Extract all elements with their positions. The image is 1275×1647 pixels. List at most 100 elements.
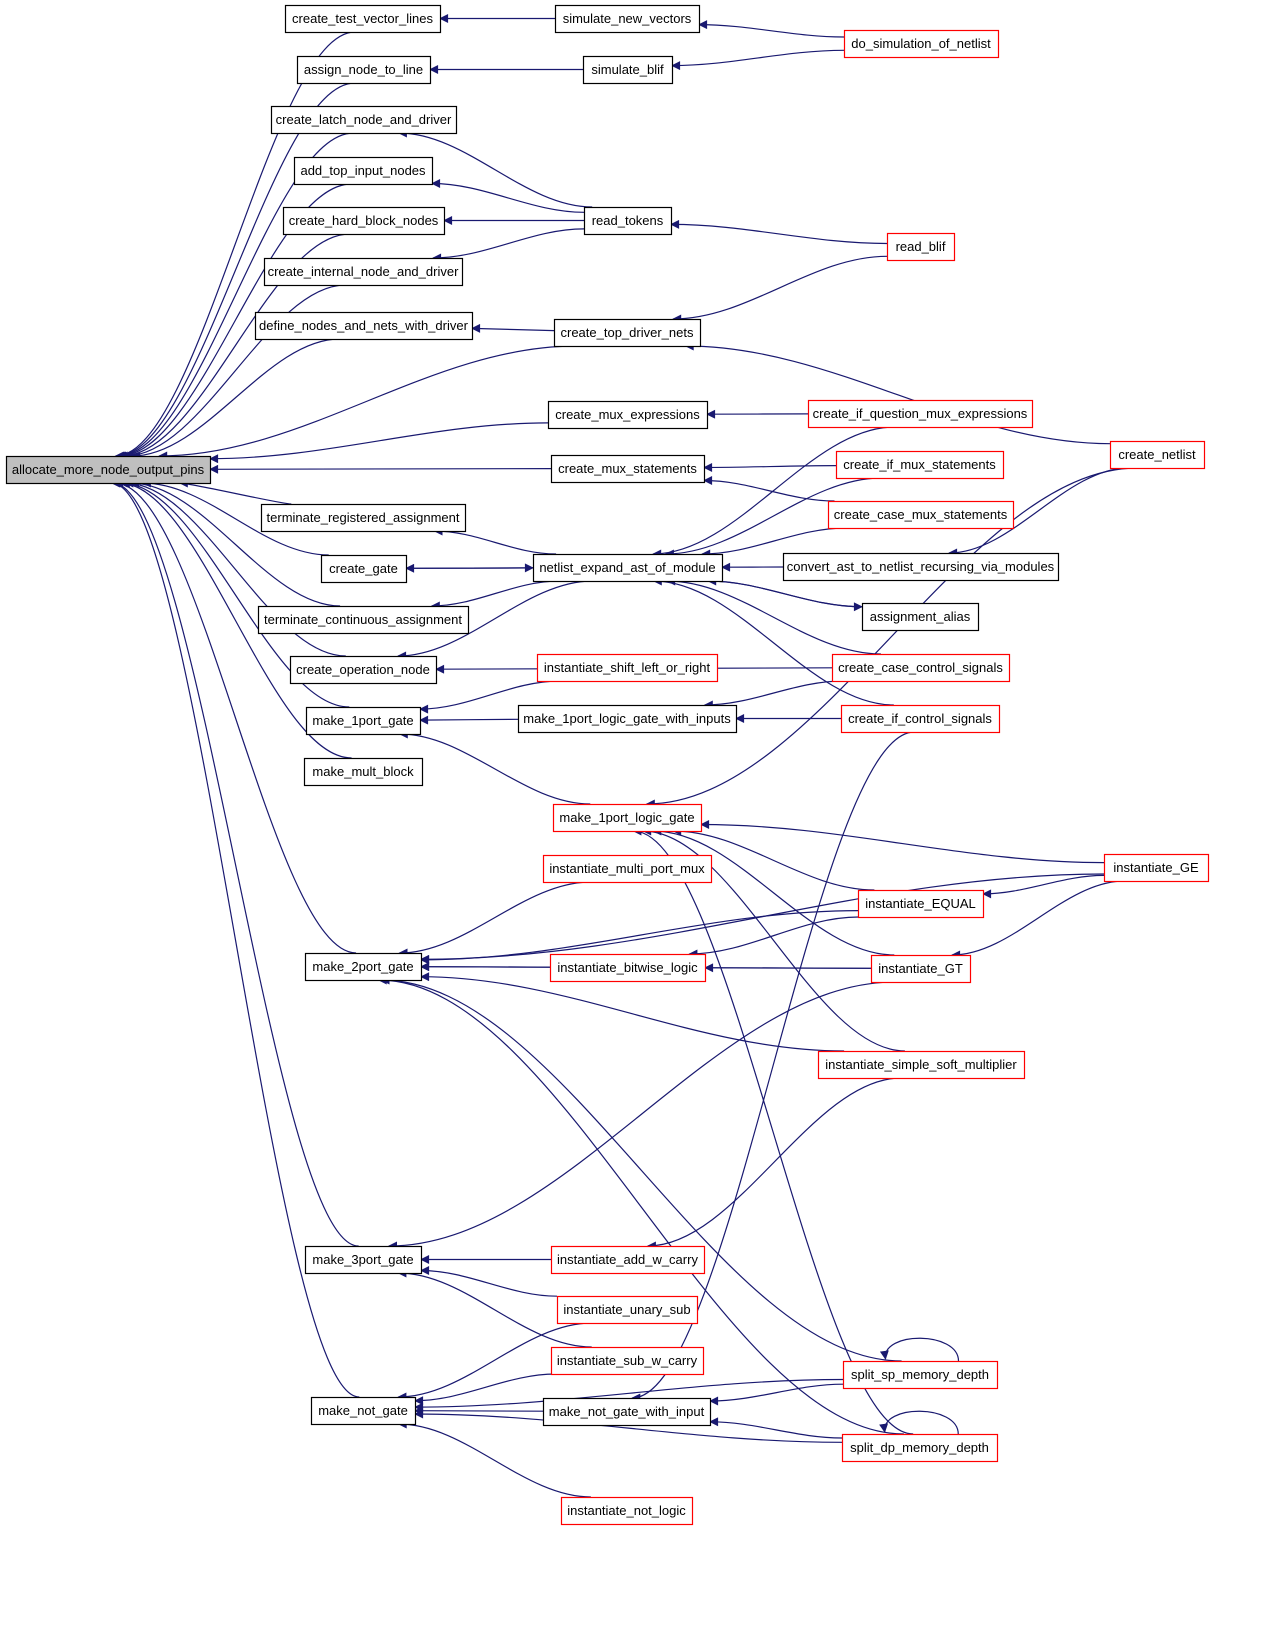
node-make_not_gate[interactable]: make_not_gate — [310, 1396, 417, 1426]
node-make_1port_logic_gate[interactable]: make_1port_logic_gate — [552, 803, 703, 833]
edge-create_if_mux_statements-to-netlist_expand_ast_of_module — [664, 477, 882, 559]
node-label: terminate_continuous_assignment — [264, 612, 462, 627]
node-create_operation_node[interactable]: create_operation_node — [289, 655, 438, 685]
node-define_nodes_and_nets_with_driver[interactable]: define_nodes_and_nets_with_driver — [254, 311, 474, 341]
node-instantiate_add_w_carry[interactable]: instantiate_add_w_carry — [550, 1245, 706, 1275]
node-label: make_1port_logic_gate — [559, 810, 694, 825]
node-terminate_continuous_assignment[interactable]: terminate_continuous_assignment — [257, 605, 470, 635]
edge-create_if_mux_statements-to-create_mux_statements — [703, 462, 837, 472]
node-instantiate_multi_port_mux[interactable]: instantiate_multi_port_mux — [542, 854, 713, 884]
node-box — [303, 757, 424, 787]
node-assign_node_to_line[interactable]: assign_node_to_line — [296, 55, 432, 85]
node-box — [843, 29, 1000, 59]
node-terminate_registered_assignment[interactable]: terminate_registered_assignment — [260, 503, 467, 533]
node-instantiate_GT[interactable]: instantiate_GT — [870, 954, 972, 984]
node-make_2port_gate[interactable]: make_2port_gate — [304, 952, 423, 982]
node-make_not_gate_with_input[interactable]: make_not_gate_with_input — [542, 1397, 712, 1427]
node-instantiate_simple_soft_multiplier[interactable]: instantiate_simple_soft_multiplier — [817, 1050, 1026, 1080]
node-instantiate_EQUAL[interactable]: instantiate_EQUAL — [857, 889, 985, 919]
node-label: simulate_new_vectors — [563, 11, 692, 26]
node-create_if_control_signals[interactable]: create_if_control_signals — [840, 704, 1001, 734]
edge-create_mux_expressions-to-allocate — [209, 422, 549, 464]
node-box — [553, 318, 702, 348]
node-label: create_internal_node_and_driver — [268, 264, 459, 279]
edge-create_case_mux_statements-to-create_mux_statements — [703, 476, 835, 502]
node-box — [554, 4, 701, 34]
node-instantiate_not_logic[interactable]: instantiate_not_logic — [560, 1496, 694, 1526]
node-box — [840, 704, 1001, 734]
node-split_sp_memory_depth[interactable]: split_sp_memory_depth — [842, 1360, 999, 1390]
node-assignment_alias[interactable]: assignment_alias — [861, 602, 980, 632]
node-read_blif[interactable]: read_blif — [886, 232, 956, 262]
node-create_mux_expressions[interactable]: create_mux_expressions — [547, 400, 709, 430]
node-read_tokens[interactable]: read_tokens — [583, 206, 673, 236]
node-box — [289, 655, 438, 685]
node-allocate[interactable]: allocate_more_node_output_pins — [5, 455, 212, 485]
node-create_case_mux_statements[interactable]: create_case_mux_statements — [827, 500, 1015, 530]
node-label: create_if_question_mux_expressions — [813, 406, 1028, 421]
edge-split_sp_memory_depth-to-make_2port_gate — [380, 975, 902, 1362]
node-label: make_1port_logic_gate_with_inputs — [523, 711, 731, 726]
node-create_test_vector_lines[interactable]: create_test_vector_lines — [284, 4, 442, 34]
edge-create_if_question_mux_expressions-to-netlist_expand_ast_of_module — [652, 426, 895, 559]
node-label: create_if_control_signals — [848, 711, 992, 726]
node-label: instantiate_GE — [1113, 860, 1199, 875]
edge-define_nodes_and_nets_with_driver-to-allocate — [131, 338, 340, 461]
node-box — [827, 500, 1015, 530]
node-create_if_question_mux_expressions[interactable]: create_if_question_mux_expressions — [807, 399, 1034, 429]
node-label: create_top_driver_nets — [561, 325, 694, 340]
node-box — [831, 653, 1011, 683]
node-make_3port_gate[interactable]: make_3port_gate — [304, 1245, 423, 1275]
node-label: read_blif — [896, 239, 946, 254]
node-create_latch_node_and_driver[interactable]: create_latch_node_and_driver — [270, 105, 458, 135]
node-instantiate_shift_left_or_right[interactable]: instantiate_shift_left_or_right — [536, 653, 719, 683]
node-split_dp_memory_depth[interactable]: split_dp_memory_depth — [841, 1433, 999, 1463]
node-instantiate_unary_sub[interactable]: instantiate_unary_sub — [556, 1295, 699, 1325]
edge-instantiate_unary_sub-to-make_3port_gate — [420, 1266, 558, 1297]
node-label: make_3port_gate — [312, 1252, 413, 1267]
node-box — [841, 1433, 999, 1463]
edge-terminate_registered_assignment-to-allocate — [178, 478, 292, 505]
node-create_mux_statements[interactable]: create_mux_statements — [550, 454, 706, 484]
node-label: instantiate_simple_soft_multiplier — [825, 1057, 1017, 1072]
node-do_simulation_of_netlist[interactable]: do_simulation_of_netlist — [843, 29, 1000, 59]
node-create_netlist[interactable]: create_netlist — [1109, 440, 1206, 470]
node-create_hard_block_nodes[interactable]: create_hard_block_nodes — [282, 206, 446, 236]
edge-create_top_driver_nets-to-allocate — [158, 345, 576, 461]
node-instantiate_GE[interactable]: instantiate_GE — [1103, 853, 1210, 883]
edge-make_3port_gate-to-allocate — [111, 478, 359, 1247]
node-simulate_new_vectors[interactable]: simulate_new_vectors — [554, 4, 701, 34]
node-netlist_expand_ast_of_module[interactable]: netlist_expand_ast_of_module — [532, 553, 724, 583]
node-box — [260, 503, 467, 533]
node-simulate_blif[interactable]: simulate_blif — [582, 55, 674, 85]
edge-do_simulation_of_netlist-to-simulate_blif — [671, 49, 845, 71]
node-add_top_input_nodes[interactable]: add_top_input_nodes — [293, 156, 434, 186]
node-label: instantiate_add_w_carry — [557, 1252, 698, 1267]
node-label: make_not_gate — [318, 1403, 408, 1418]
node-box — [284, 4, 442, 34]
node-create_case_control_signals[interactable]: create_case_control_signals — [831, 653, 1011, 683]
edge-create_hard_block_nodes-to-allocate — [121, 233, 350, 461]
node-box — [5, 455, 212, 485]
edge-instantiate_multi_port_mux-to-make_2port_gate — [398, 881, 591, 958]
node-make_1port_logic_gate_with_inputs[interactable]: make_1port_logic_gate_with_inputs — [517, 704, 738, 734]
edge-instantiate_GT-to-make_1port_logic_gate — [652, 826, 895, 956]
node-create_top_driver_nets[interactable]: create_top_driver_nets — [553, 318, 702, 348]
node-create_if_mux_statements[interactable]: create_if_mux_statements — [835, 450, 1005, 480]
node-instantiate_sub_w_carry[interactable]: instantiate_sub_w_carry — [550, 1346, 705, 1376]
node-label: split_dp_memory_depth — [850, 1440, 989, 1455]
edge-instantiate_GE-to-make_1port_logic_gate — [700, 820, 1105, 864]
node-box — [550, 1346, 705, 1376]
node-label: make_2port_gate — [312, 959, 413, 974]
node-box — [583, 206, 673, 236]
node-make_mult_block[interactable]: make_mult_block — [303, 757, 424, 787]
node-make_1port_gate[interactable]: make_1port_gate — [305, 706, 422, 736]
node-box — [1103, 853, 1210, 883]
edge-make_mult_block-to-allocate — [118, 478, 352, 759]
edge-instantiate_simple_soft_multiplier-to-make_2port_gate — [420, 972, 845, 1052]
node-label: make_not_gate_with_input — [549, 1404, 705, 1419]
node-create_gate[interactable]: create_gate — [320, 554, 408, 584]
node-instantiate_bitwise_logic[interactable]: instantiate_bitwise_logic — [549, 953, 707, 983]
node-create_internal_node_and_driver[interactable]: create_internal_node_and_driver — [263, 257, 464, 287]
node-convert_ast_to_netlist_recursing_via_modules[interactable]: convert_ast_to_netlist_recursing_via_mod… — [782, 552, 1060, 582]
